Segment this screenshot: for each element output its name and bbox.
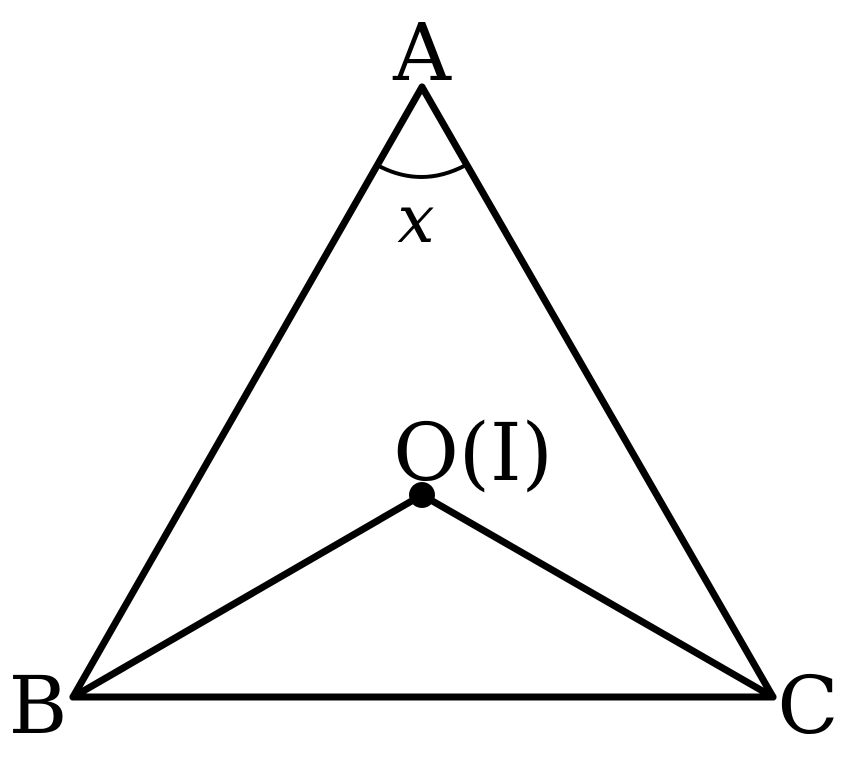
side-ac xyxy=(418,83,777,701)
segment-ob xyxy=(69,491,426,701)
segment-oc xyxy=(418,491,777,701)
angle-label-x: x xyxy=(397,181,434,258)
vertex-label-a: A xyxy=(392,6,452,99)
angle-arc-a xyxy=(376,163,467,179)
center-label-o: O(I) xyxy=(393,406,553,499)
vertex-label-b: B xyxy=(9,659,68,752)
vertex-label-c: C xyxy=(777,659,838,752)
side-ab xyxy=(69,83,426,701)
center-point-o xyxy=(409,482,435,508)
